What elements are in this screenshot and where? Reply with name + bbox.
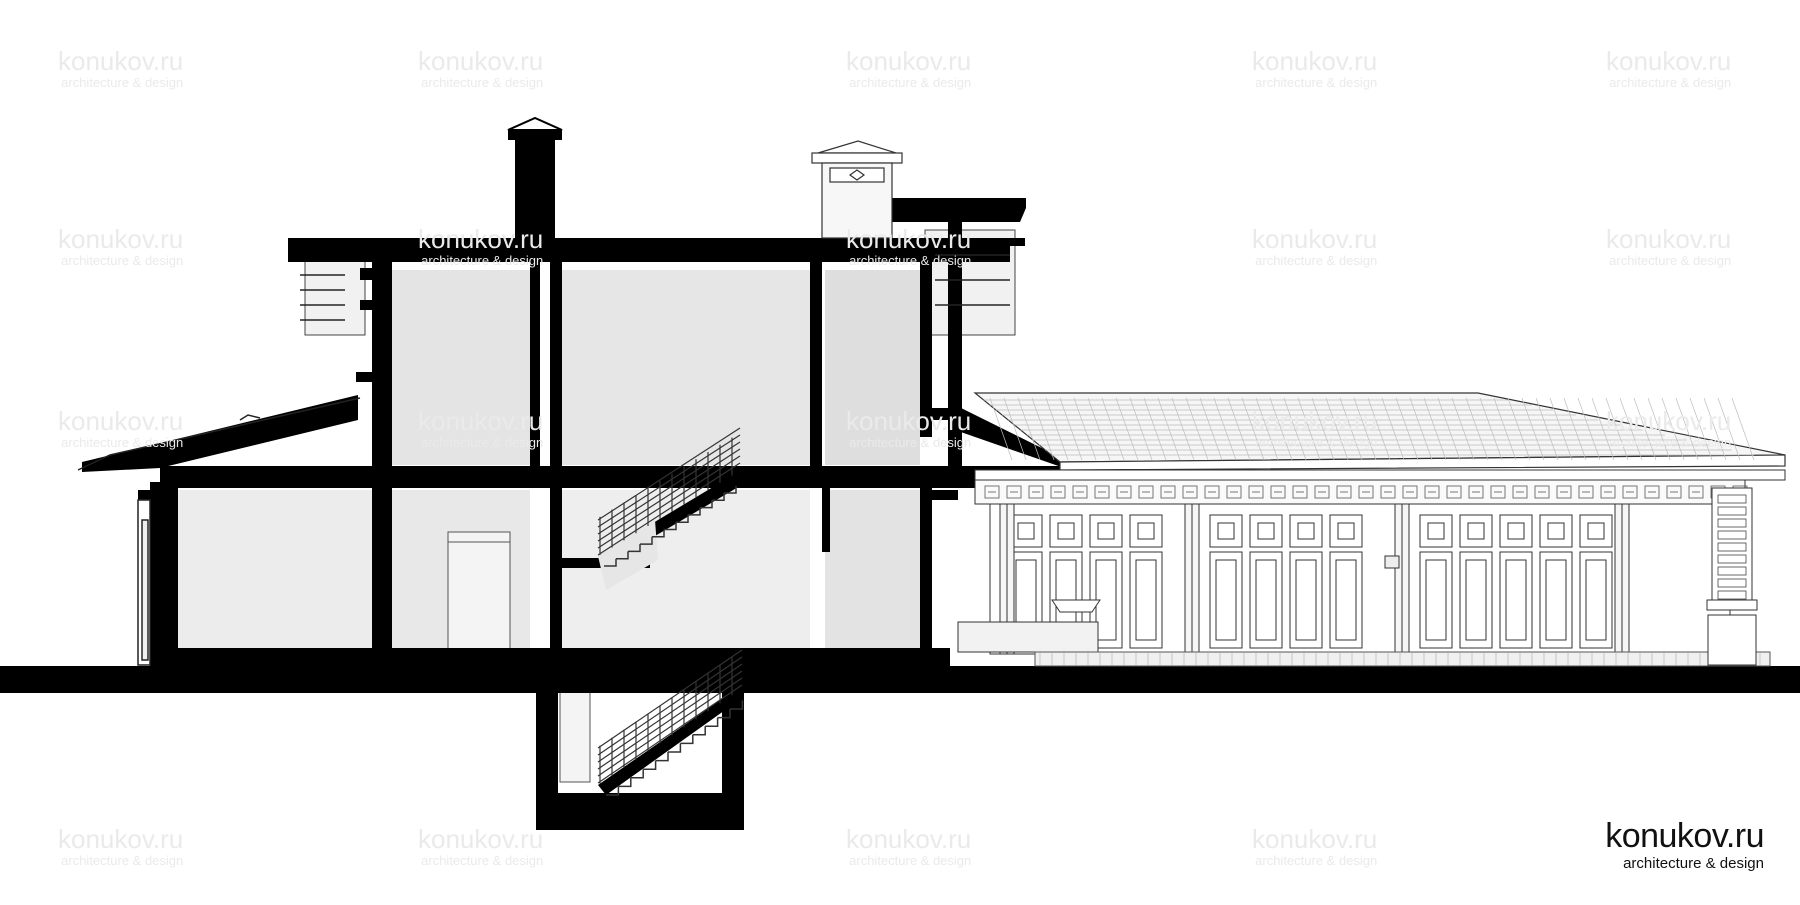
logo-subtitle: architecture & design: [1623, 855, 1764, 872]
logo-title: konukov.ru: [1605, 817, 1764, 855]
left-eaves: [77, 254, 1010, 666]
brand-logo: konukov.ru architecture & design: [1605, 819, 1764, 872]
chimney-elevation: [811, 140, 903, 239]
pavilion-elevation: [957, 392, 1786, 667]
section-cut: [0, 116, 1800, 830]
interior-shading: [160, 229, 1016, 783]
stair-rails: [597, 427, 744, 796]
